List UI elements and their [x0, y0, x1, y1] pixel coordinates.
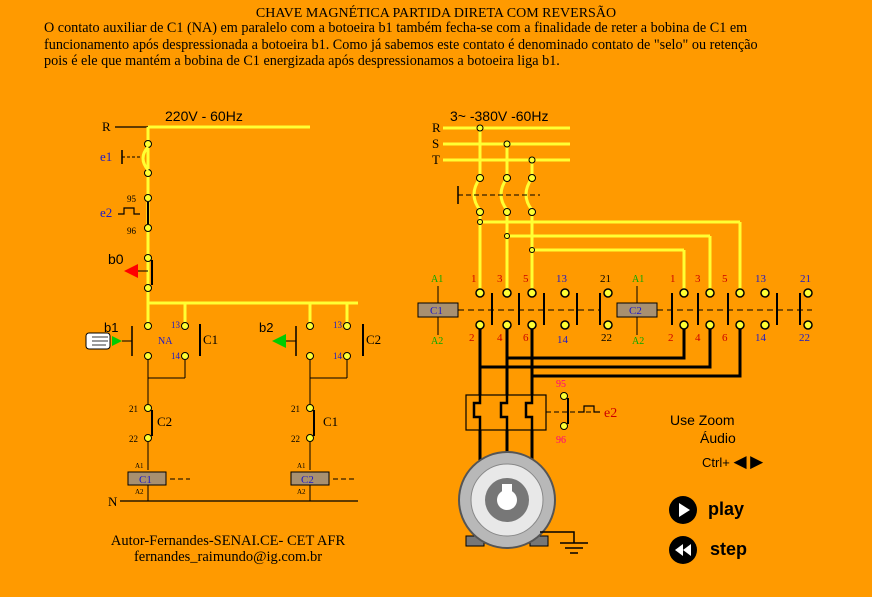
pwr-2-c2: 2: [668, 332, 674, 344]
pwr-a2-c2: A2: [632, 336, 644, 347]
pwr-4-c1: 4: [497, 332, 503, 344]
step-button[interactable]: step: [668, 535, 758, 565]
ctrl-label: Ctrl+: [702, 455, 730, 470]
pwr-2-c1: 2: [469, 332, 475, 344]
pwr-13-c1: 13: [556, 273, 568, 285]
ctrl-95-label: 95: [127, 194, 137, 204]
step-label: step: [710, 539, 748, 559]
pwr-13-c2: 13: [755, 273, 767, 285]
c2-coil-label: C2: [301, 474, 314, 486]
c1-interlock-label: C1: [323, 414, 338, 429]
use-zoom-label: Use Zoom: [670, 412, 735, 428]
pwr-5-c2: 5: [722, 273, 728, 285]
pwr-3-c1: 3: [497, 273, 503, 285]
pwr-1-c1: 1: [471, 273, 477, 285]
b2-arrow-icon: [272, 334, 286, 348]
pwr-6-c1: 6: [523, 332, 529, 344]
zoom-hint: Use Zoom Áudio Ctrl+ ◀ ▶: [670, 412, 763, 472]
line-t-power: T: [432, 152, 440, 167]
power-circuit: 3~ -380V -60Hz R S T: [417, 108, 813, 554]
page-title: CHAVE MAGNÉTICA PARTIDA DIRETA COM REVER…: [255, 6, 617, 21]
c1-coil-label: C1: [139, 474, 152, 486]
ctrl-13-c2: 13: [333, 320, 343, 330]
pwr-c2-coil: C2: [629, 305, 642, 317]
pwr-3-c2: 3: [695, 273, 701, 285]
ctrl-22-left: 22: [129, 434, 138, 444]
pwr-21-c1: 21: [600, 273, 611, 285]
contactor-c2: A1 C2 A2 1 3 5 13 21 2 4: [616, 273, 813, 347]
hand-pointer-icon[interactable]: [85, 332, 111, 350]
play-icon: [669, 496, 697, 524]
ctrl-14-c2: 14: [333, 351, 343, 361]
b0-arrow-icon: [124, 264, 138, 278]
pwr-22-c2: 22: [799, 332, 810, 344]
ctrl-22-right: 22: [291, 434, 300, 444]
arrow-right-icon: ▶: [750, 452, 764, 471]
ctrl-13-c1: 13: [171, 320, 181, 330]
pwr-c1-coil: C1: [430, 305, 443, 317]
play-label: play: [708, 499, 745, 519]
ctrl-21-left: 21: [129, 404, 138, 414]
pwr-21-c2: 21: [800, 273, 811, 285]
power-supply-label: 3~ -380V -60Hz: [450, 108, 548, 124]
na-label: NA: [158, 336, 173, 347]
ctrl-a2-right: A2: [297, 488, 306, 496]
line-s-power: S: [432, 136, 439, 151]
play-button[interactable]: play: [668, 495, 758, 525]
ground-icon: [540, 531, 588, 554]
author-name: Autor-Fernandes-SENAI.CE- CET AFR: [110, 533, 346, 549]
pwr-96-label: 96: [556, 435, 566, 446]
ctrl-keys: Ctrl+ ◀ ▶: [702, 452, 763, 472]
pwr-5-c1: 5: [523, 273, 529, 285]
ctrl-14-c1: 14: [171, 351, 181, 361]
ctrl-21-right: 21: [291, 404, 300, 414]
audio-label: Áudio: [700, 430, 736, 446]
rewind-icon: [669, 536, 697, 564]
e2-power-label: e2: [604, 406, 617, 421]
control-circuit: 220V - 60Hz R e1 95 96 e2 b0: [85, 108, 381, 509]
thermal-relay: 95 96 e2: [465, 379, 617, 446]
ctrl-96-label: 96: [127, 226, 137, 236]
pwr-a1-c1: A1: [431, 274, 443, 285]
author-email: fernandes_raimundo@ig.com.br: [133, 549, 323, 565]
b2-label: b2: [259, 320, 273, 335]
c1-seal-label: C1: [203, 332, 218, 347]
pwr-95-label: 95: [556, 379, 566, 390]
motor-icon: [458, 451, 556, 549]
e2-ctrl-label: e2: [100, 205, 112, 220]
pwr-22-c1: 22: [601, 332, 612, 344]
description-line-3: pois é ele que mantém a bobina de C1 ene…: [44, 53, 560, 69]
contactor-c1: A1 C1 A2 1 3 5 13 21 2 4: [417, 273, 613, 347]
pwr-1-c2: 1: [670, 273, 676, 285]
description-line-2: funcionamento após despressionada a boto…: [44, 36, 758, 53]
b1-label: b1: [104, 320, 118, 335]
pwr-4-c2: 4: [695, 332, 701, 344]
author-credit: Autor-Fernandes-SENAI.CE- CET AFR fernan…: [92, 533, 364, 565]
line-n-label: N: [108, 494, 118, 509]
pwr-6-c2: 6: [722, 332, 728, 344]
c2-seal-label: C2: [366, 332, 381, 347]
pwr-14-c2: 14: [755, 332, 767, 344]
pwr-14-c1: 14: [557, 334, 569, 346]
arrow-left-icon: ◀: [733, 452, 747, 471]
description-line-1: O contato auxiliar de C1 (NA) em paralel…: [44, 20, 748, 36]
ctrl-a1-right: A1: [297, 462, 306, 470]
c2-interlock-label: C2: [157, 414, 172, 429]
description-text: O contato auxiliar de C1 (NA) em paralel…: [44, 20, 872, 70]
control-supply-label: 220V - 60Hz: [165, 108, 243, 124]
pwr-a1-c2: A1: [632, 274, 644, 285]
pwr-a2-c1: A2: [431, 336, 443, 347]
ctrl-a2-left: A2: [135, 488, 144, 496]
line-r-label: R: [102, 119, 111, 134]
e1-label: e1: [100, 149, 112, 164]
line-r-power: R: [432, 120, 441, 135]
b0-label: b0: [108, 251, 124, 267]
ctrl-a1-left: A1: [135, 462, 144, 470]
